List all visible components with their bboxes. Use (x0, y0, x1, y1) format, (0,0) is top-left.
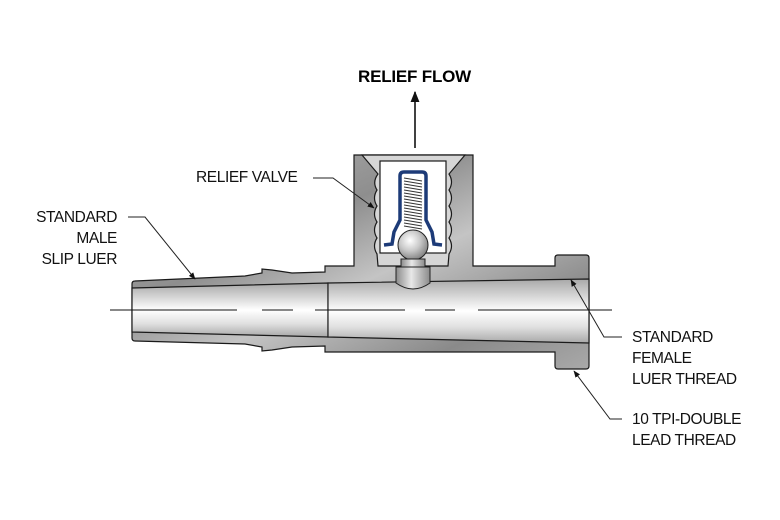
callout-thread-line2: LEAD THREAD (632, 432, 736, 449)
relief-flow-label: RELIEF FLOW (358, 67, 472, 86)
leader-male-luer (128, 216, 196, 280)
callout-thread-line1: 10 TPI-DOUBLE (632, 411, 741, 428)
spring-cap (383, 170, 443, 247)
port-bore (395, 266, 431, 290)
callout-male-luer-line1: STANDARD (36, 209, 117, 226)
callout-female-luer-line3: LUER THREAD (632, 371, 737, 388)
relief-flow-indicator: RELIEF FLOW (358, 67, 472, 148)
callout-male-luer-line2: MALE (76, 230, 117, 247)
callout-male-luer-line3: SLIP LUER (42, 251, 118, 268)
relief-valve-assembly (360, 154, 467, 290)
callout-relief-valve-text: RELIEF VALVE (196, 169, 298, 186)
callout-female-luer-line2: FEMALE (632, 350, 692, 367)
female-luer-bore (327, 278, 590, 344)
callout-female-luer: STANDARD FEMALE LUER THREAD (570, 279, 737, 388)
callout-female-luer-line1: STANDARD (632, 329, 713, 346)
spring (403, 177, 423, 230)
check-ball (397, 229, 429, 261)
callout-male-luer: STANDARD MALE SLIP LUER (36, 209, 196, 280)
flow-bore (131, 278, 590, 344)
leader-relief-valve (313, 177, 375, 209)
callout-relief-valve: RELIEF VALVE (196, 169, 375, 209)
leader-female-luer (570, 279, 622, 338)
callout-thread: 10 TPI-DOUBLE LEAD THREAD (573, 370, 742, 449)
leader-thread (573, 370, 622, 420)
